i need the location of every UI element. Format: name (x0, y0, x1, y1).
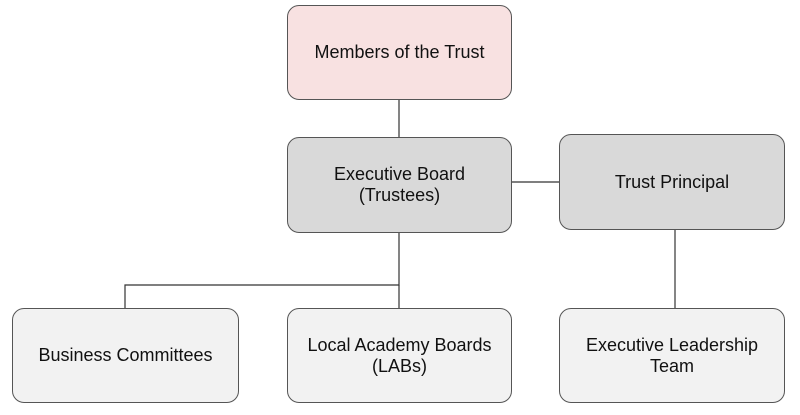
node-principal-label: Trust Principal (614, 171, 730, 192)
node-board-label-line2: (Trustees) (358, 185, 441, 205)
node-elt-label-line2: Team (649, 355, 694, 376)
node-trust-principal: Trust Principal (559, 134, 785, 230)
edge-board-business (124, 233, 400, 308)
node-executive-board: Executive Board (Trustees) (287, 137, 512, 233)
node-local-academy-boards: Local Academy Boards (LABs) (287, 308, 512, 403)
node-business-label: Business Committees (38, 345, 213, 365)
node-members-of-the-trust: Members of the Trust (287, 5, 512, 100)
node-elt-label-line1: Executive Leadership (585, 334, 759, 355)
node-board-label-line1: Executive Board (333, 164, 466, 184)
node-business-committees: Business Committees (12, 308, 239, 403)
node-executive-leadership-team: Executive Leadership Team (559, 308, 785, 403)
node-members-label: Members of the Trust (314, 42, 485, 62)
node-labs-label-line1: Local Academy Boards (307, 334, 492, 355)
node-labs-label-line2: (LABs) (371, 355, 427, 376)
